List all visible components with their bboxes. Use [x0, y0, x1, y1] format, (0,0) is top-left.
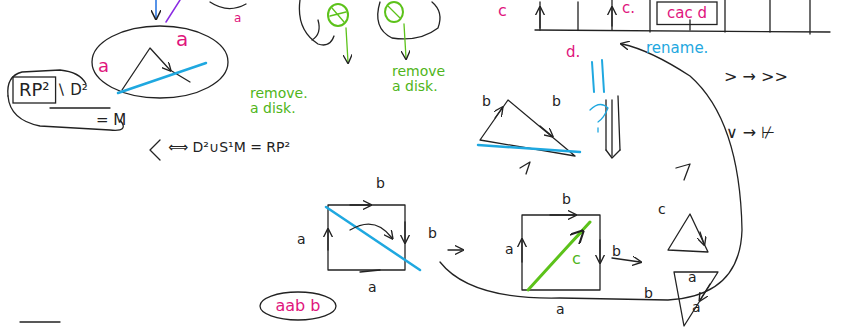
sketch-label: b	[552, 94, 561, 109]
sketch-label: ∨ → ⊬	[726, 124, 775, 142]
sketch-label: = M	[96, 112, 126, 129]
sketch-label: c.	[622, 0, 635, 17]
sketch-label: a	[692, 300, 701, 315]
node-text: aab b	[275, 297, 320, 315]
sketch-label: ⟺ D²∪S¹M = RP²	[168, 140, 290, 155]
sketch-label: d.	[566, 44, 580, 61]
box-outline	[657, 2, 717, 25]
oval-outline	[260, 292, 336, 320]
sketch-label: remove. a disk.	[250, 86, 312, 117]
sketch-label: b	[482, 94, 491, 109]
enclosed-expression: RP²	[12, 76, 57, 104]
box-outline	[13, 77, 56, 103]
sketch-label: a	[368, 280, 377, 295]
sketch-label: b	[644, 286, 653, 301]
sketch-label: b	[376, 176, 385, 191]
sketch-label: rename.	[646, 40, 708, 57]
sketch-label: c	[498, 2, 507, 20]
sketch-label: a	[98, 56, 109, 76]
sketch-label: a	[505, 242, 514, 257]
sketch-label: ∖ D²	[56, 82, 88, 99]
sketch-label: c	[572, 250, 581, 268]
sketch-label: a	[556, 302, 565, 317]
sketch-label: b	[612, 244, 621, 259]
sketch-label: a	[297, 232, 306, 247]
sketch-label: c	[658, 202, 666, 217]
sketch-label: a	[234, 12, 241, 25]
sketch-label: a	[688, 270, 697, 285]
enclosed-expression: aab b	[258, 290, 338, 322]
node-text: cac d	[667, 5, 707, 22]
sketch-label: b	[428, 226, 437, 241]
enclosed-expression: cac d	[656, 1, 718, 26]
sketch-label: remove a disk.	[392, 64, 452, 95]
sketch-label: b	[562, 192, 571, 207]
sketch-label: > → >>	[724, 68, 788, 86]
node-text: RP²	[19, 80, 50, 100]
sketch-label: a	[176, 28, 188, 50]
